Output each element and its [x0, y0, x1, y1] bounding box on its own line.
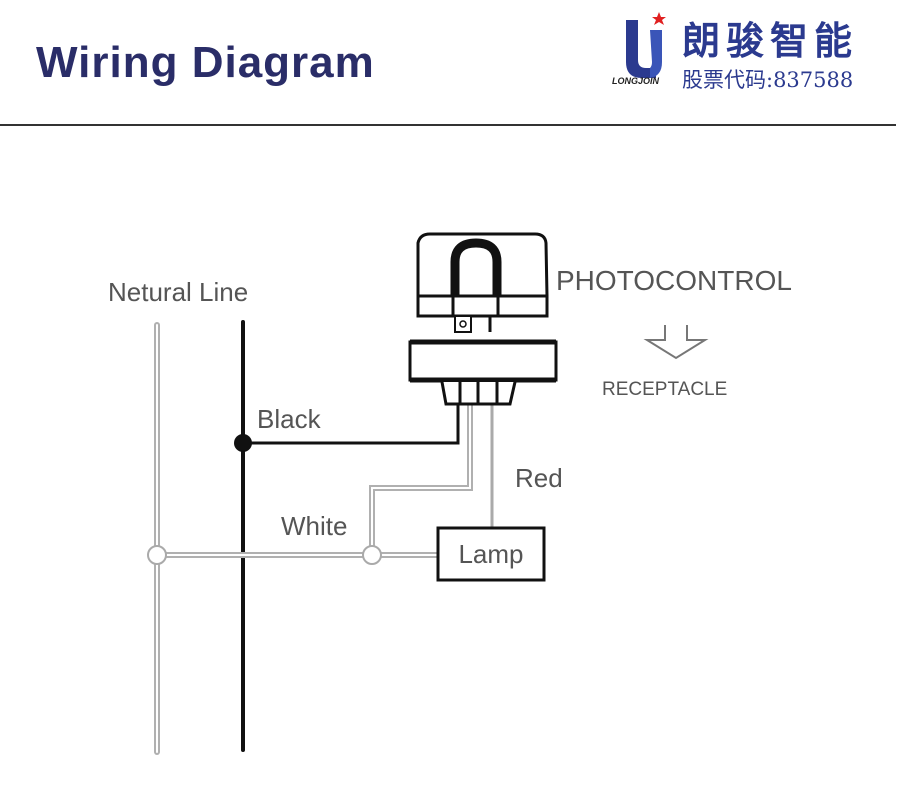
white-wire: [369, 402, 473, 555]
lamp-label: Lamp: [458, 539, 523, 569]
neutral-junction-node: [147, 545, 167, 565]
photocontrol-device-icon: [408, 232, 558, 406]
down-arrow-icon: [643, 325, 709, 360]
page-title: Wiring Diagram: [36, 38, 375, 87]
red-wire-label: Red: [515, 463, 563, 493]
brand-name: LONGJOIN: [612, 76, 660, 86]
header-divider: [0, 124, 896, 126]
white-wire-label: White: [281, 511, 347, 541]
black-wire-label: Black: [257, 404, 322, 434]
lamp-box: [436, 526, 546, 582]
photocontrol-label: PHOTOCONTROL: [556, 265, 792, 296]
company-name-cn: 朗骏智能: [682, 18, 859, 63]
black-wire: [243, 402, 460, 445]
white-junction-node: [362, 545, 382, 565]
receptacle-label: RECEPTACLE: [602, 379, 727, 400]
company-logo: LONGJOIN 朗骏智能 股票代码:837588: [612, 8, 892, 98]
neutral-line-label: Netural Line: [108, 277, 248, 307]
stock-code: 股票代码:837588: [682, 68, 854, 92]
line-junction-dot: [234, 434, 252, 452]
longjoin-logo-icon: [626, 12, 666, 78]
